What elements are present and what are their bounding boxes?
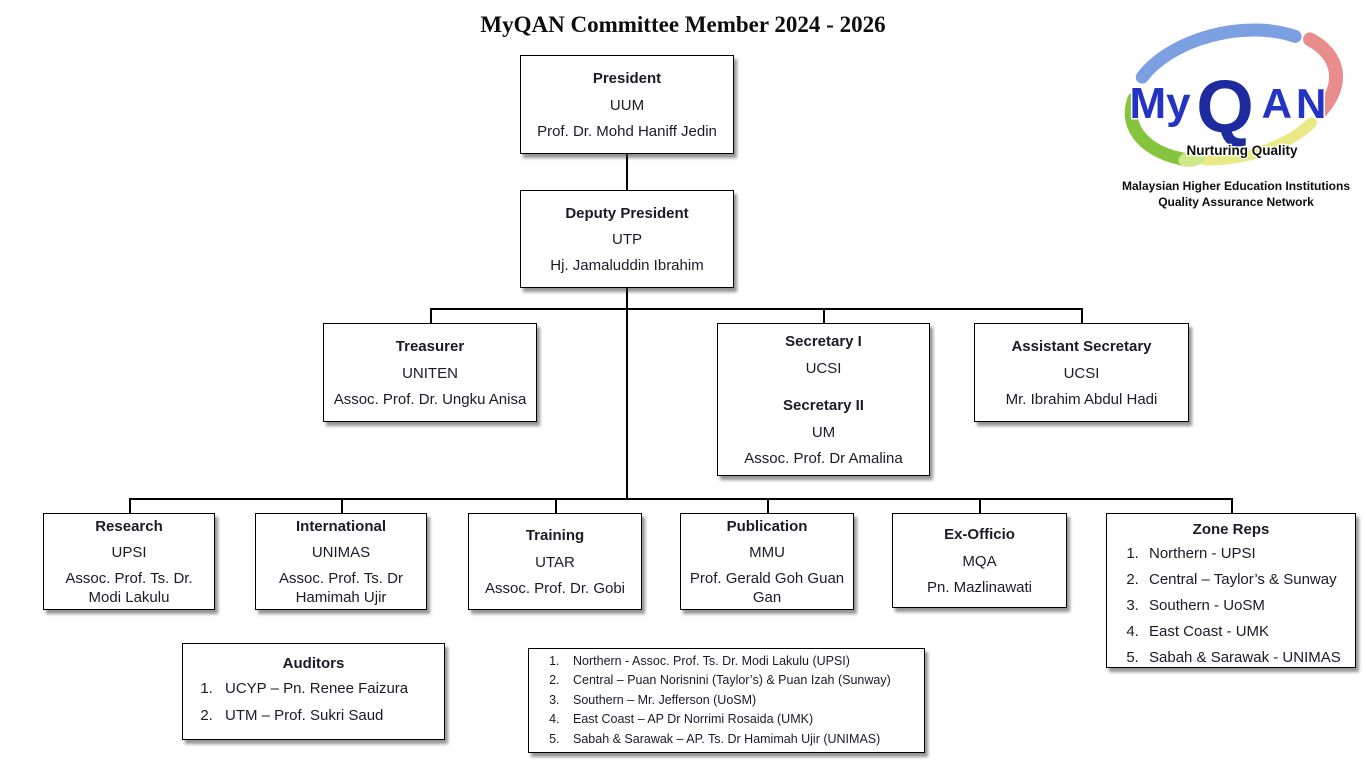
- myqan-logo-graphic: My Q AN Nurturing Quality Malaysian High…: [1122, 23, 1350, 209]
- logo-swoosh-red: [1303, 32, 1344, 118]
- page-title: MyQAN Committee Member 2024 - 2026: [480, 12, 886, 37]
- logo-text-my: My: [1129, 79, 1191, 128]
- box-training-org: UTAR: [535, 553, 575, 571]
- connector-drop-zone-reps: [1231, 498, 1233, 514]
- box-ex-officio: Ex-Officio MQA Pn. Mazlinawati: [892, 513, 1067, 608]
- box-deputy-president: Deputy President UTP Hj. Jamaluddin Ibra…: [520, 190, 734, 288]
- box-publication-name: Prof. Gerald Goh Guan Gan: [689, 570, 845, 606]
- logo-swoosh-green: [1124, 92, 1193, 167]
- box-president-name: Prof. Dr. Mohd Haniff Jedin: [537, 122, 717, 140]
- box-ex-officio-title: Ex-Officio: [944, 526, 1015, 543]
- box-treasurer-org: UNITEN: [402, 364, 458, 382]
- logo-swoosh-blue: [1135, 23, 1302, 84]
- connector-deputy-down: [626, 288, 628, 309]
- logo-blob-green: [1178, 150, 1207, 167]
- box-secretary1-title: Secretary I: [785, 333, 862, 350]
- box-treasurer-name: Assoc. Prof. Dr. Ungku Anisa: [333, 390, 527, 408]
- connector-drop-publication: [767, 498, 769, 514]
- box-assistant-secretary-title: Assistant Secretary: [1011, 338, 1152, 355]
- box-assistant-secretary-name: Mr. Ibrahim Abdul Hadi: [1005, 390, 1158, 408]
- box-training-name: Assoc. Prof. Dr. Gobi: [484, 579, 626, 597]
- box-assistant-secretary-org: UCSI: [1063, 364, 1100, 382]
- connector-president-deputy: [626, 154, 628, 191]
- connector-drop-training: [555, 498, 557, 514]
- box-treasurer: Treasurer UNITEN Assoc. Prof. Dr. Ungku …: [323, 323, 537, 422]
- myqan-logo: My Q AN Nurturing Quality Malaysian High…: [1108, 10, 1364, 210]
- box-publication-org: MMU: [749, 544, 785, 561]
- box-international-title: International: [295, 517, 386, 535]
- zone-reps-item: Sabah & Sarawak - UNIMAS: [1143, 645, 1349, 671]
- box-secretary2-name: Assoc. Prof. Dr Amalina: [744, 449, 903, 467]
- auditors-item: UCYP – Pn. Renee Faizura: [217, 675, 438, 702]
- zone-reps-detail-item: Central – Puan Norisnini (Taylor’s) & Pu…: [563, 671, 918, 691]
- box-secretary2-org: UM: [811, 423, 836, 441]
- box-president: President UUM Prof. Dr. Mohd Haniff Jedi…: [520, 55, 734, 154]
- logo-tagline: Nurturing Quality: [1187, 143, 1298, 158]
- box-research-title: Research: [95, 517, 163, 535]
- logo-caption-line2: Quality Assurance Network: [1158, 195, 1314, 209]
- box-international-org: UNIMAS: [311, 544, 371, 561]
- box-auditors: Auditors UCYP – Pn. Renee Faizura UTM – …: [182, 643, 445, 740]
- zone-reps-detail-item: Northern - Assoc. Prof. Ts. Dr. Modi Lak…: [563, 652, 918, 672]
- connector-row3-horizontal: [129, 498, 1231, 500]
- box-assistant-secretary: Assistant Secretary UCSI Mr. Ibrahim Abd…: [974, 323, 1189, 422]
- connector-drop-secretary: [823, 308, 825, 324]
- connector-row2-horizontal: [430, 308, 1082, 310]
- zone-reps-detail-item: Southern – Mr. Jefferson (UoSM): [563, 691, 918, 711]
- logo-swoosh-yellow: [1199, 117, 1317, 166]
- connector-center-down: [626, 308, 628, 498]
- box-president-title: President: [592, 70, 662, 87]
- box-deputy-president-title: Deputy President: [565, 204, 689, 222]
- logo-text-an: AN: [1262, 80, 1331, 127]
- box-international: International UNIMAS Assoc. Prof. Ts. Dr…: [255, 513, 427, 610]
- zone-reps-list: Northern - UPSI Central – Taylor’s & Sun…: [1113, 541, 1349, 671]
- box-international-name: Assoc. Prof. Ts. Dr Hamimah Ujir: [279, 570, 403, 606]
- auditors-list: UCYP – Pn. Renee Faizura UTM – Prof. Suk…: [189, 675, 438, 729]
- box-auditors-title: Auditors: [282, 655, 345, 672]
- zone-reps-item: East Coast - UMK: [1143, 619, 1349, 645]
- zone-reps-item: Central – Taylor’s & Sunway: [1143, 567, 1349, 593]
- zone-reps-detail-item: East Coast – AP Dr Norrimi Rosaida (UMK): [563, 710, 918, 730]
- box-deputy-president-name: Hj. Jamaluddin Ibrahim: [550, 257, 704, 274]
- box-publication-title: Publication: [726, 517, 808, 535]
- box-zone-reps: Zone Reps Northern - UPSI Central – Tayl…: [1106, 513, 1356, 668]
- box-president-org: UUM: [609, 96, 645, 114]
- box-ex-officio-name: Pn. Mazlinawati: [926, 578, 1033, 596]
- box-secretary2-title: Secretary II: [783, 397, 864, 414]
- box-deputy-president-org: UTP: [612, 231, 642, 248]
- connector-drop-ex-officio: [979, 498, 981, 514]
- box-zone-reps-detail: Northern - Assoc. Prof. Ts. Dr. Modi Lak…: [528, 648, 925, 753]
- zone-reps-item: Northern - UPSI: [1143, 541, 1349, 567]
- auditors-item: UTM – Prof. Sukri Saud: [217, 702, 438, 729]
- box-secretary: Secretary I UCSI Secretary II UM Assoc. …: [717, 323, 930, 476]
- logo-text-q: Q: [1196, 65, 1254, 148]
- zone-reps-item: Southern - UoSM: [1143, 593, 1349, 619]
- connector-drop-treasurer: [430, 308, 432, 324]
- box-research: Research UPSI Assoc. Prof. Ts. Dr. Modi …: [43, 513, 215, 610]
- box-training-title: Training: [525, 527, 585, 544]
- box-treasurer-title: Treasurer: [395, 338, 465, 355]
- logo-caption-line1: Malaysian Higher Education Institutions: [1122, 179, 1350, 193]
- connector-drop-international: [341, 498, 343, 514]
- box-ex-officio-org: MQA: [962, 552, 997, 570]
- box-zone-reps-title: Zone Reps: [1192, 521, 1270, 538]
- connector-drop-assistant-secretary: [1081, 308, 1083, 324]
- box-research-org: UPSI: [111, 544, 147, 561]
- box-secretary1-org: UCSI: [805, 359, 842, 377]
- box-publication: Publication MMU Prof. Gerald Goh Guan Ga…: [680, 513, 854, 610]
- zone-reps-detail-list: Northern - Assoc. Prof. Ts. Dr. Modi Lak…: [535, 652, 918, 750]
- zone-reps-detail-item: Sabah & Sarawak – AP. Ts. Dr Hamimah Uji…: [563, 730, 918, 750]
- connector-drop-research: [129, 498, 131, 514]
- box-research-name: Assoc. Prof. Ts. Dr. Modi Lakulu: [65, 570, 193, 606]
- box-training: Training UTAR Assoc. Prof. Dr. Gobi: [468, 513, 642, 610]
